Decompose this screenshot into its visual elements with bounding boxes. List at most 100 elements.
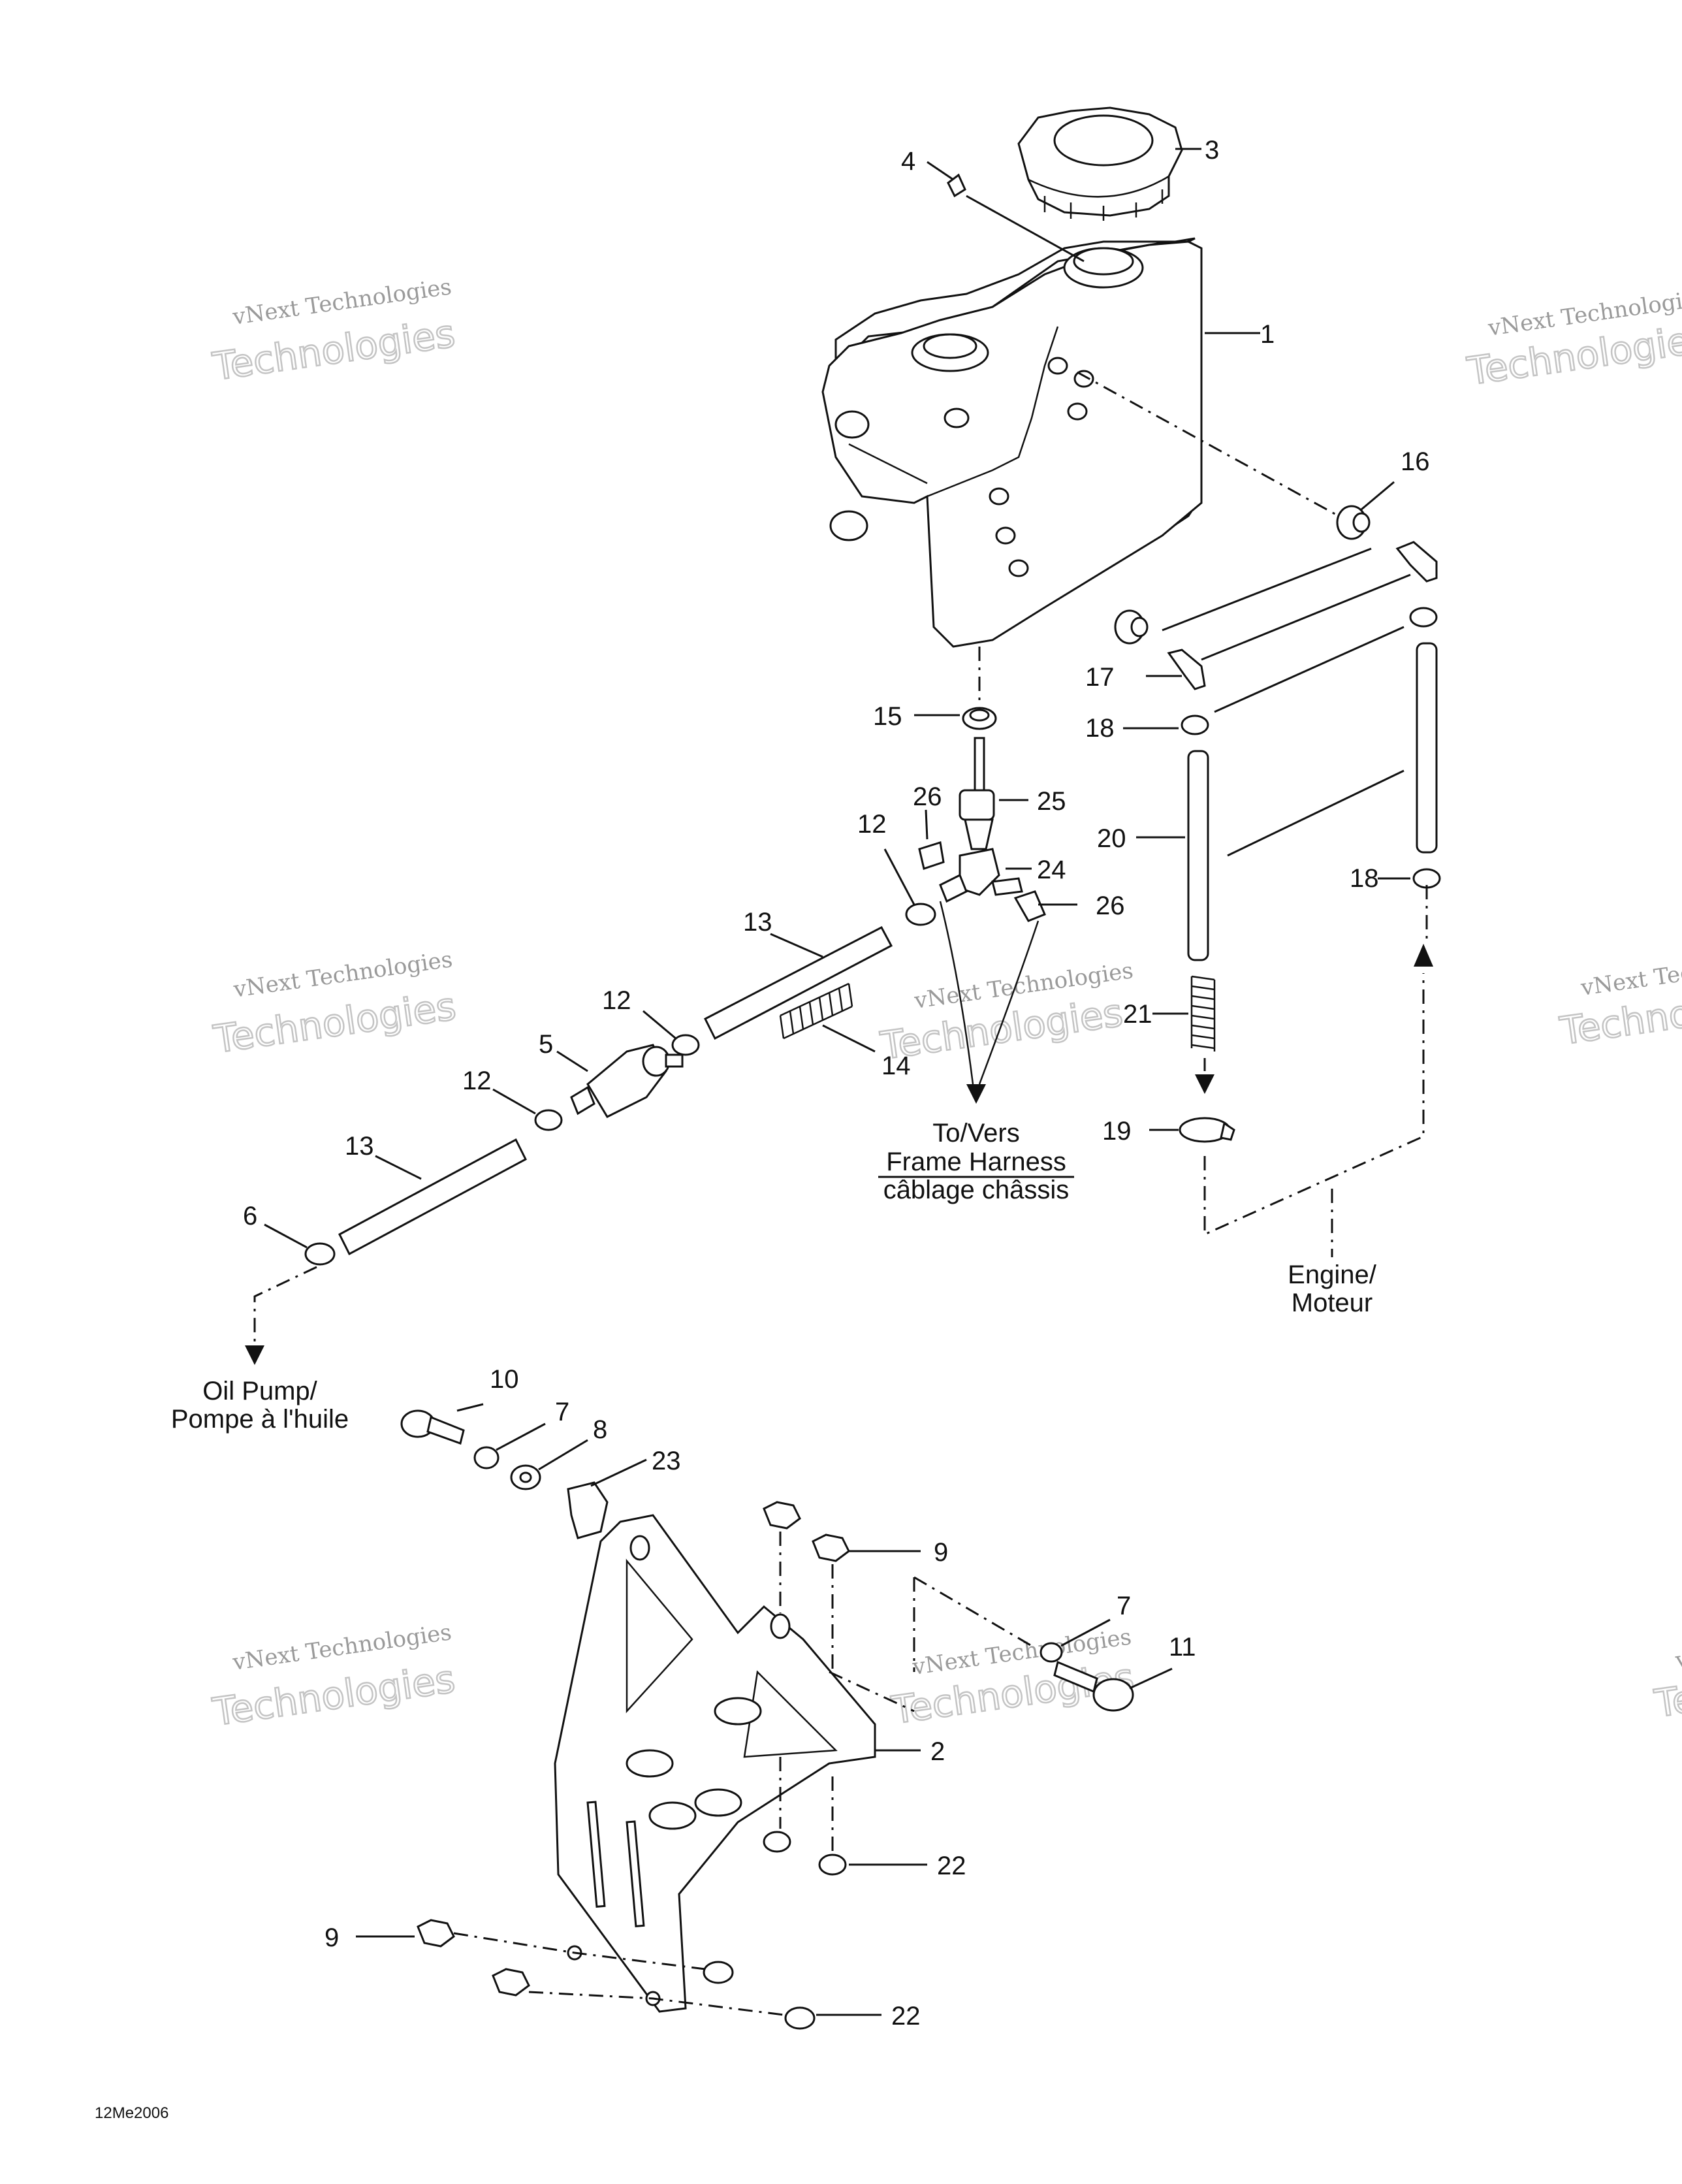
clamp-18-left: [1181, 715, 1209, 735]
engine-line-2: Moteur: [1292, 1289, 1373, 1317]
spring-14: [779, 982, 853, 1040]
washer-22-lower-right: [784, 2006, 816, 2030]
hose-20: [1187, 750, 1209, 961]
nut-9-lower-mid: [492, 1968, 530, 1997]
harness-wires: [939, 901, 1039, 1104]
oil-tank: [821, 237, 1203, 648]
arrow-up-icon: [1414, 944, 1433, 967]
callout-4: 4: [901, 147, 915, 176]
engine-return-line: [1203, 973, 1425, 1236]
callout-9-upper: 9: [934, 1538, 948, 1567]
callout-16: 16: [1401, 447, 1430, 476]
nut-9-upper-right: [812, 1534, 850, 1562]
callout-8: 8: [593, 1415, 607, 1444]
callout-24: 24: [1037, 856, 1066, 884]
connector-26-right: [1013, 890, 1046, 922]
elbow-fitting-17: [1167, 649, 1206, 690]
seal-part-4: [947, 173, 966, 198]
engine-note: Engine/ Moteur: [1288, 1189, 1377, 1317]
clamp-6: [304, 1242, 336, 1266]
callout-25: 25: [1037, 787, 1066, 816]
callout-23: 23: [652, 1447, 681, 1475]
callout-6: 6: [243, 1202, 257, 1230]
callout-15: 15: [873, 702, 902, 731]
arrow-down-icon: [1195, 1074, 1214, 1094]
washer-22-lower-left: [703, 1961, 734, 1984]
oil-pump-line-2: Pompe à l'huile: [171, 1405, 349, 1434]
callout-13-lower: 13: [345, 1132, 374, 1161]
clamp-12-low: [534, 1109, 563, 1131]
callout-17: 17: [1085, 663, 1115, 692]
clip-23: [567, 1481, 609, 1539]
oil-level-sensor-stem: [974, 737, 985, 792]
washer-8: [510, 1464, 541, 1490]
callout-10: 10: [490, 1365, 519, 1394]
nut-9-upper-left: [763, 1501, 801, 1530]
clamp-18-right: [1412, 868, 1441, 889]
bolt-10: [400, 1409, 465, 1445]
callout-13-upper: 13: [743, 908, 772, 937]
frame-harness-note: To/Vers Frame Harness câblage châssis: [878, 1119, 1074, 1204]
watermark-mid-center: vNext Technologies Technologies: [877, 957, 1135, 1069]
watermark-right-edge: vNext Technologies Technologies vNext Te…: [1463, 285, 1682, 1727]
oil-tank-cap: [1017, 106, 1183, 221]
bolt-11: [1053, 1660, 1134, 1712]
sensor-float-25: [959, 789, 995, 850]
callout-22-upper: 22: [937, 1852, 966, 1880]
callout-18-right: 18: [1350, 864, 1379, 893]
grommet-16-lower: [1114, 609, 1149, 645]
elbow-fitting-upper: [1395, 541, 1438, 583]
nut-9-lower-left: [417, 1919, 455, 1948]
engine-line-1: Engine/: [1288, 1261, 1377, 1289]
oil-pump-line-1: Oil Pump/: [202, 1377, 317, 1405]
leader-lines: [264, 148, 1410, 2016]
washer-7-right: [1039, 1642, 1063, 1663]
callout-11: 11: [1169, 1633, 1196, 1662]
hose-13-upper: [703, 925, 893, 1040]
bracket-2: [554, 1514, 876, 2013]
callout-26-left: 26: [913, 782, 942, 811]
grommet-15: [962, 707, 997, 730]
watermark-text: vNext Technologies: [1674, 1617, 1682, 1674]
callout-7-right: 7: [1117, 1592, 1131, 1620]
bracket-lower-line: [453, 1932, 784, 2016]
callout-14: 14: [881, 1052, 911, 1080]
callout-12-mid: 12: [602, 986, 631, 1015]
callout-9-lower: 9: [325, 1923, 339, 1952]
sensor-body-24: [939, 848, 1023, 903]
callout-22-lower: 22: [891, 2002, 921, 2031]
bracket-bolt-line: [829, 1576, 1032, 1712]
watermark-low-left: vNext Technologies Technologies: [209, 1619, 458, 1735]
callout-12-top: 12: [857, 810, 887, 839]
hose-13-lower: [338, 1138, 527, 1256]
callout-20: 20: [1097, 824, 1126, 853]
callout-26-right: 26: [1096, 891, 1125, 920]
callout-2: 2: [930, 1737, 945, 1766]
washer-7-upper: [473, 1446, 500, 1469]
clamp-18-upper-right: [1409, 607, 1438, 628]
watermark-mid-left: vNext Technologies Technologies: [210, 946, 460, 1063]
watermark-low-center: vNext Technologies Technologies: [888, 1624, 1137, 1733]
arrow-down-oil-pump-icon: [245, 1345, 264, 1365]
callout-18-left: 18: [1085, 714, 1115, 743]
clamp-12-top: [905, 903, 936, 926]
clamp-19: [1179, 1117, 1235, 1143]
callout-21: 21: [1123, 1000, 1152, 1029]
watermark-text: vNext Technologies: [1579, 944, 1682, 1001]
grommet-16: [1336, 505, 1371, 540]
connector-26-left: [918, 841, 945, 870]
oil-pump-line: [253, 1266, 317, 1345]
frame-harness-line-3: câblage châssis: [883, 1176, 1070, 1204]
clamp-12-mid: [671, 1034, 700, 1056]
spring-21: [1190, 975, 1216, 1052]
fuel-filter-5: [570, 1044, 684, 1118]
watermark-top-left: vNext Technologies Technologies: [209, 274, 458, 390]
drawing-code: 12Me2006: [95, 2104, 168, 2122]
frame-harness-line-1: To/Vers: [932, 1119, 1019, 1148]
hose-right: [1416, 642, 1438, 854]
dash-line-grommet-16: [1077, 371, 1339, 517]
oil-pump-note: Oil Pump/ Pompe à l'huile: [171, 1377, 349, 1434]
frame-harness-line-2: Frame Harness: [886, 1148, 1066, 1176]
washer-22-upper-left: [763, 1831, 791, 1853]
